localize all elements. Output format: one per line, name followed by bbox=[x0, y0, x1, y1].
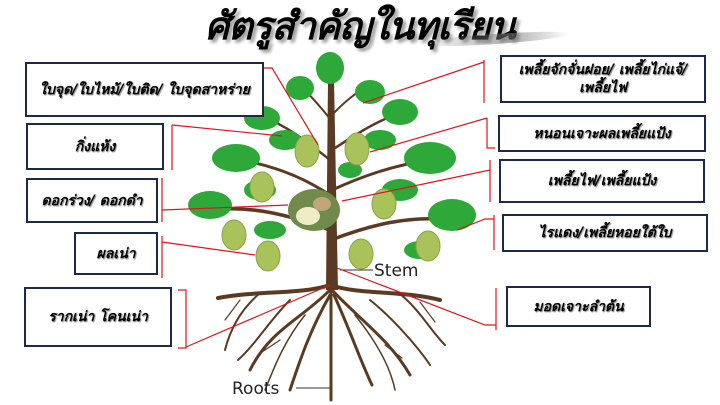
label-psyllid-pests: เพลี้ยจักจั่นฝอย/ เพลี้ยไก่แจ้/เพลี้ยไฟ bbox=[500, 55, 706, 103]
label-root-rot: รากเน่า โคนเน่า bbox=[24, 287, 172, 347]
label-dry-branch: กิ่งแห้ง bbox=[26, 123, 164, 170]
roots-label: Roots bbox=[232, 379, 280, 399]
durian-fruits-graphic bbox=[221, 132, 441, 272]
roots-graphic bbox=[216, 283, 446, 402]
label-red-mite-scale: ไรแดง/เพลี้ยหอยใต้ใบ bbox=[502, 214, 708, 252]
label-thrips-mealybug: เพลี้ยไฟ/เพลี้ยแป้ง bbox=[499, 159, 705, 203]
label-stem-borer: มอดเจาะลำต้น bbox=[506, 286, 651, 327]
label-fruit-borer: หนอนเจาะผลเพลี้ยแป้ง bbox=[498, 115, 706, 152]
durian-flower-photo bbox=[288, 189, 340, 231]
label-leaf-diseases: ใบจุด/ใบไหม้/ใบติด/ ใบจุดสาหร่าย bbox=[25, 62, 264, 117]
leader-lines bbox=[161, 60, 497, 349]
stem-label: Stem bbox=[374, 261, 418, 281]
label-fruit-rot: ผลเน่า bbox=[74, 232, 158, 275]
label-flower-drop: ดอกร่วง/ ดอกดำ bbox=[26, 178, 158, 223]
